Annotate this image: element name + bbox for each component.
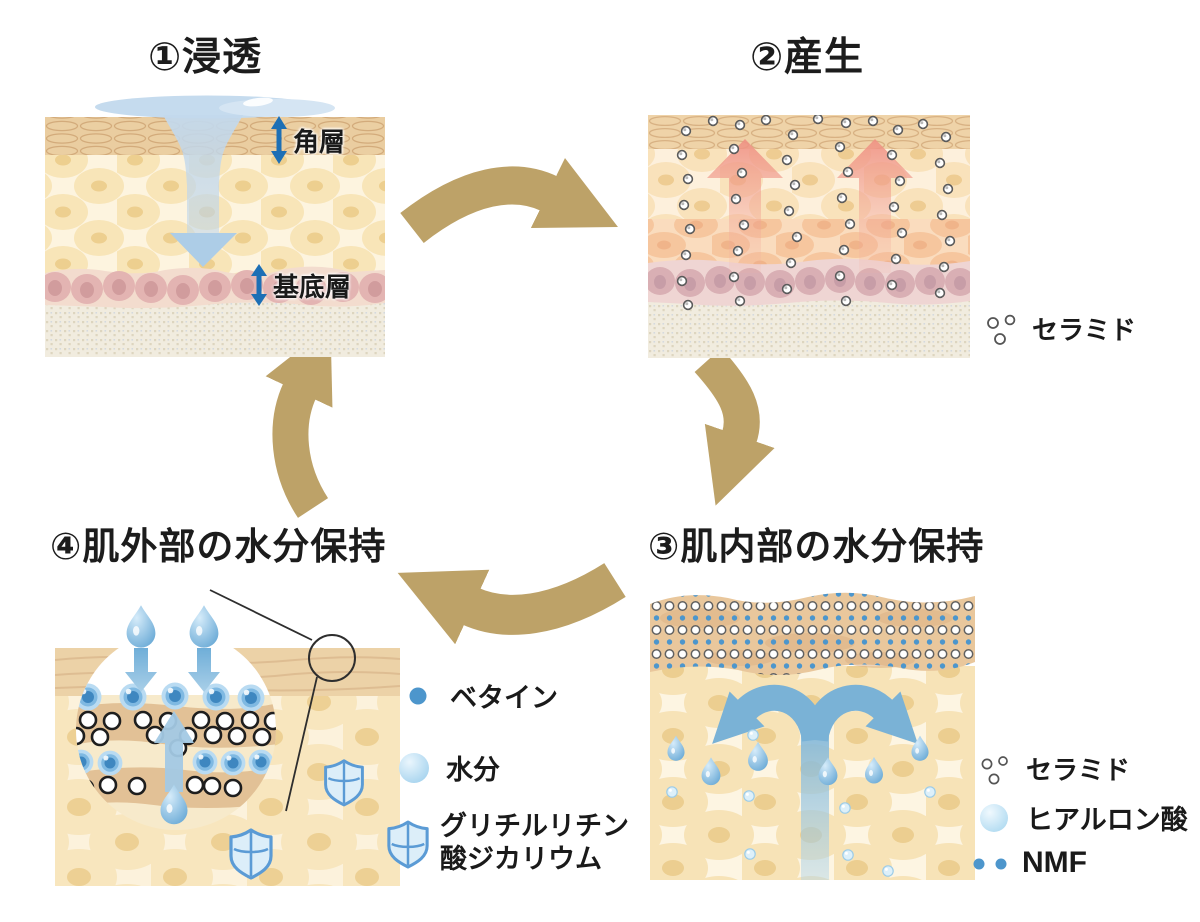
stratum-corneum-band xyxy=(650,592,975,676)
nmf-icon xyxy=(973,858,1007,870)
step1-title: ①浸透 xyxy=(148,36,263,79)
falling-droplets xyxy=(125,605,220,692)
cycle-arrow-step2-to-step3-icon xyxy=(694,347,775,506)
stratum-corneum-label: 角層 xyxy=(270,116,345,164)
shield-icon xyxy=(229,828,273,880)
betaine-icon xyxy=(409,687,427,704)
skin-illustration-step2 xyxy=(648,115,970,358)
moisture-icon xyxy=(399,752,429,783)
legend-moisture: 水分 xyxy=(392,748,500,787)
ceramide-icon xyxy=(987,314,1016,345)
legend-nmf: NMF xyxy=(968,846,1087,880)
shield-icon xyxy=(324,759,364,807)
legend-ceramide-step2: セラミド xyxy=(978,308,1136,348)
shield-icon xyxy=(387,820,429,869)
depth-double-arrow-icon xyxy=(251,264,267,306)
production-arrows-icon xyxy=(707,139,913,273)
ceramide-nmf-rows xyxy=(650,592,975,676)
step2-title: ②産生 xyxy=(750,36,865,79)
magnifier-callout xyxy=(209,589,356,812)
cycle-arrow-step4-to-step1-icon xyxy=(265,325,333,518)
penetration-arrow-icon xyxy=(163,115,243,267)
cycle-arrow-step3-to-step4-icon xyxy=(397,562,626,645)
legend-glycyrrhizinate: グリチルリチン 酸ジカリウム xyxy=(386,810,629,876)
step4-title: ④肌外部の水分保持 xyxy=(50,526,387,567)
depth-double-arrow-icon xyxy=(271,116,287,164)
step3-title: ③肌内部の水分保持 xyxy=(648,526,985,567)
legend-ceramide-step3: セラミド xyxy=(972,750,1130,787)
basal-layer-band xyxy=(648,258,970,306)
basal-layer-label: 基底層 xyxy=(250,264,351,306)
legend-betaine: ベタイン xyxy=(396,676,558,715)
rising-arrow-icon xyxy=(154,711,194,825)
cycle-arrow-step1-to-step2-icon xyxy=(400,157,618,244)
skin-illustration-step3 xyxy=(650,592,975,880)
skin-illustration-step1 xyxy=(45,95,385,357)
skin-illustration-step4 xyxy=(55,589,400,886)
hyaluronic-acid-icon xyxy=(980,803,1008,832)
fountain-arrow-icon xyxy=(712,684,918,880)
legend-hyaluronic: ヒアルロン酸 xyxy=(972,798,1188,837)
lotion-droplet xyxy=(95,95,335,119)
ceramide-icon xyxy=(981,755,1008,784)
basal-layer-band xyxy=(45,266,385,309)
magnifier-circle-icon xyxy=(308,634,356,682)
